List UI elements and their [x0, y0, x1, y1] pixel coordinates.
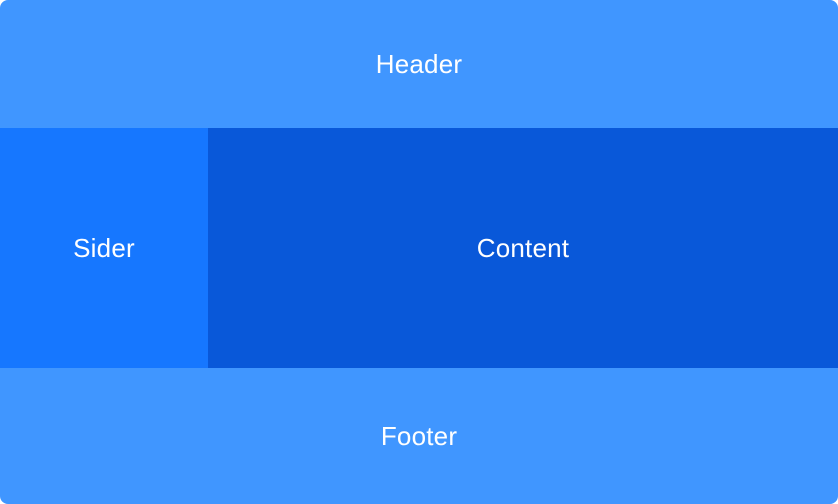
- header-label: Header: [375, 49, 463, 79]
- footer-label: Footer: [380, 421, 458, 451]
- content-label: Content: [476, 233, 570, 263]
- layout-sider: Sider: [0, 128, 208, 368]
- layout-content: Content: [208, 128, 838, 368]
- layout-body: Sider Content: [0, 128, 838, 368]
- sider-label: Sider: [73, 233, 135, 263]
- layout-header: Header: [0, 0, 838, 128]
- layout-footer: Footer: [0, 368, 838, 504]
